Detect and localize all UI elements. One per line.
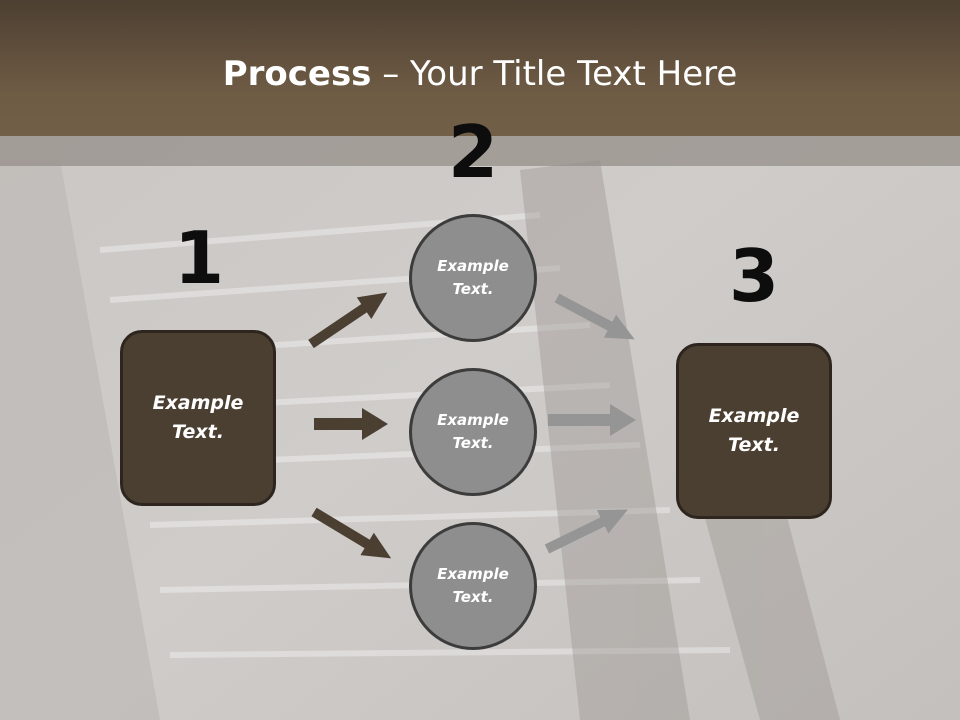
circle-middle-text: Example Text. <box>437 411 509 452</box>
slide-title: Process – Your Title Text Here <box>0 52 960 96</box>
circle-top-text: Example Text. <box>437 257 509 298</box>
arrow-bottom-to-right <box>544 509 628 554</box>
header-bar <box>0 0 960 136</box>
circle-middle: Example Text. <box>409 368 537 496</box>
left-box: Example Text. <box>120 330 276 506</box>
left-box-text: Example Text. <box>152 392 244 443</box>
step-number-1: 1 <box>173 216 225 300</box>
circle-bottom-text: Example Text. <box>437 565 509 606</box>
arrow-middle-to-right <box>548 404 636 436</box>
arrow-left-to-middle <box>314 408 388 440</box>
arrow-left-to-top <box>308 292 388 349</box>
circle-bottom: Example Text. <box>409 522 537 650</box>
arrow-top-to-right <box>554 293 635 340</box>
right-box-text: Example Text. <box>708 405 800 456</box>
circle-top: Example Text. <box>409 214 537 342</box>
title-bold: Process <box>222 54 372 94</box>
title-rest: – Your Title Text Here <box>371 54 738 94</box>
header-band <box>0 136 960 166</box>
step-number-2: 2 <box>447 110 499 194</box>
right-box: Example Text. <box>676 343 832 519</box>
step-number-3: 3 <box>728 234 780 318</box>
arrow-left-to-bottom <box>311 507 392 559</box>
